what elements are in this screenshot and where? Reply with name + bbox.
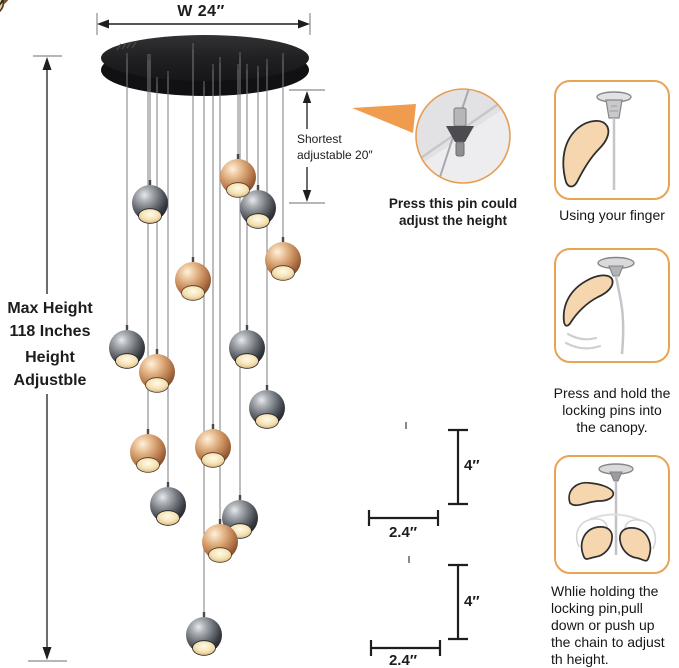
hands-adjust-chain-icon (568, 463, 657, 562)
magnifier-pointer (352, 104, 416, 133)
instruction-panel-2 (554, 248, 670, 363)
pendant-black-spheres (108, 179, 286, 656)
canopy-vent (116, 41, 137, 51)
canopy-pin-stems (126, 43, 284, 87)
locking-pin-detail (446, 107, 474, 157)
size-ref-black-height-label: 4″ (464, 593, 480, 610)
size-ref-copper-height-bracket (448, 428, 468, 506)
size-ref-black-width-label: 2.4″ (388, 652, 418, 668)
shortest-arrow (289, 89, 325, 204)
instruction-panel-3 (554, 455, 670, 574)
max-height-label-line4: Adjustble (13, 372, 87, 389)
width-dimension-label: W 24″ (177, 3, 225, 20)
finger-press-pin-icon (562, 91, 632, 190)
size-ref-copper-sphere (0, 0, 407, 429)
max-height-arrow (28, 55, 67, 662)
instruction-caption-1: Using your finger (559, 207, 665, 223)
instruction-caption-3: Whlie holding the locking pin,pull down … (551, 583, 665, 667)
size-ref-black-width-bracket (369, 640, 442, 656)
max-height-label-line1: Max Height (7, 300, 93, 317)
finger-hold-pin-icon (562, 256, 635, 355)
max-height-label-line2: 118 Inches (9, 323, 91, 340)
instruction-panel-1 (554, 80, 670, 200)
width-arrow (96, 13, 311, 35)
instruction-caption-2: Press and hold the locking pins into the… (553, 385, 671, 435)
pin-instruction-note: Press this pin could adjust the height (388, 196, 518, 228)
size-ref-copper-width-bracket (367, 510, 440, 526)
max-height-label-line3: Height (25, 349, 75, 366)
size-ref-black-height-bracket (448, 563, 468, 641)
size-ref-copper-height-label: 4″ (464, 457, 480, 474)
shortest-adjustable-label: Shortest adjustable 20″ (297, 132, 373, 162)
magnifier-inset (415, 88, 511, 184)
size-ref-copper-width-label: 2.4″ (388, 524, 418, 541)
canopy (101, 35, 309, 96)
size-ref-black-sphere (0, 0, 410, 563)
